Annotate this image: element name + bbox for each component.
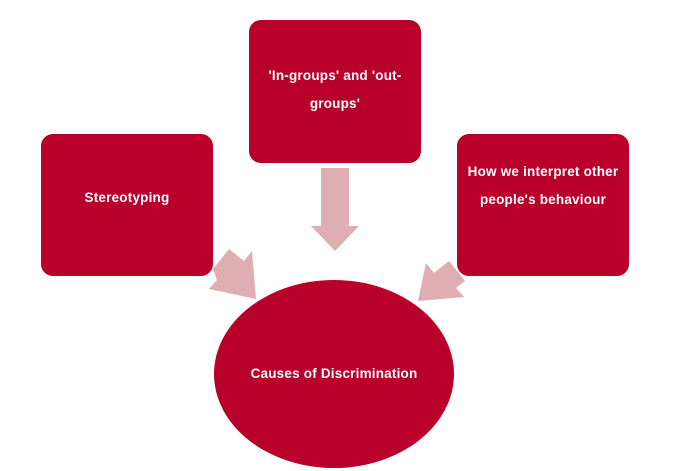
arrow-left-to-center: [209, 249, 256, 299]
cause-label-stereotyping: Stereotyping: [84, 190, 170, 205]
arrow-top-to-center: [311, 168, 359, 251]
cause-box-interpretation: How we interpret other people's behaviou…: [457, 134, 629, 276]
cause-box-in-groups: 'In-groups' and 'out-groups': [249, 20, 421, 163]
center-circle: Causes of Discrimination: [214, 280, 454, 468]
cause-label-interpretation: How we interpret other people's behaviou…: [467, 164, 619, 207]
center-label: Causes of Discrimination: [250, 366, 418, 381]
cause-label-in-groups: 'In-groups' and 'out-groups': [268, 68, 402, 111]
cause-box-stereotyping: Stereotyping: [41, 134, 213, 276]
arrow-right-to-center: [418, 261, 465, 301]
